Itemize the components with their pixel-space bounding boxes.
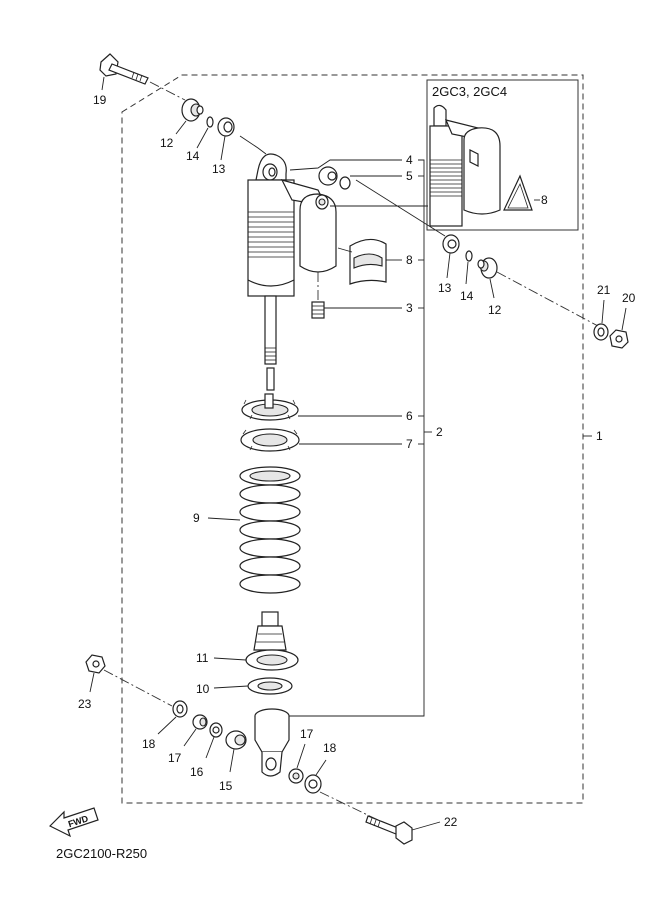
callout-4: 4: [406, 153, 413, 167]
callout-9: 9: [193, 511, 200, 525]
callout-23: 23: [78, 697, 92, 711]
callout-6: 6: [406, 409, 413, 423]
protector-8: [349, 238, 387, 285]
rod-spacer: [266, 367, 275, 391]
callout-18-left: 18: [142, 737, 156, 751]
washer-18-left: [172, 700, 188, 718]
callout-14-right: 14: [460, 289, 474, 303]
spring-seat-11: [245, 649, 299, 671]
stopper-10: [247, 677, 293, 695]
callout-15: 15: [219, 779, 233, 793]
spring-9: [239, 466, 301, 594]
callout-18-right: 18: [323, 741, 337, 755]
collar-12-top: [181, 98, 204, 122]
callout-5: 5: [406, 169, 413, 183]
collar-17-right: [288, 768, 304, 784]
seal-5: [339, 176, 351, 190]
callout-3: 3: [406, 301, 413, 315]
bushing-4: [318, 166, 338, 186]
callout-17-right: 17: [300, 727, 314, 741]
inset-protector-part-8: [503, 174, 533, 211]
callout-8: 8: [406, 253, 413, 267]
callout-8-inset: 8: [541, 193, 548, 207]
lock-nut-7: [240, 428, 300, 452]
o-ring-14-right: [465, 250, 473, 262]
diagram-code: 2GC2100-R250: [56, 846, 147, 861]
callout-10: 10: [196, 682, 210, 696]
callout-14-top: 14: [186, 149, 200, 163]
valve-3: [311, 301, 325, 319]
callout-7: 7: [406, 437, 413, 451]
fwd-arrow-icon: FWD: [48, 807, 99, 838]
bearing-15: [225, 730, 247, 750]
callout-2: 2: [436, 425, 443, 439]
washer-21: [593, 323, 609, 341]
oil-seal-16: [209, 722, 223, 738]
washer-13-top: [217, 117, 235, 137]
bracket-2: [288, 159, 425, 717]
callout-1: 1: [596, 429, 603, 443]
bolt-19: [99, 53, 149, 85]
bump-stop: [253, 611, 287, 651]
washer-13-right: [442, 234, 460, 254]
callout-20: 20: [622, 291, 636, 305]
o-ring-14-top: [206, 116, 214, 128]
callout-12-top: 12: [160, 136, 174, 150]
inset-shock-drawing: [429, 104, 501, 227]
lower-clevis: [254, 708, 290, 777]
nut-20: [609, 329, 629, 349]
collar-12-right: [477, 257, 498, 279]
callout-21: 21: [597, 283, 611, 297]
callout-11: 11: [196, 651, 209, 665]
callout-13-right: 13: [438, 281, 452, 295]
bolt-22: [365, 815, 413, 845]
adjuster-nut-6: [241, 393, 299, 421]
callout-13-top: 13: [212, 162, 226, 176]
washer-18-right: [304, 774, 322, 794]
callout-12-right: 12: [488, 303, 502, 317]
callout-16: 16: [190, 765, 204, 779]
callout-19: 19: [93, 93, 107, 107]
assembly-boundary: [121, 74, 584, 804]
inset-model-label: 2GC3, 2GC4: [432, 84, 507, 99]
inset-frame: [426, 79, 579, 231]
collar-17-left: [192, 714, 208, 730]
callout-22: 22: [444, 815, 458, 829]
shock-body: [247, 153, 337, 365]
callout-17-left: 17: [168, 751, 182, 765]
nut-23: [85, 654, 106, 674]
